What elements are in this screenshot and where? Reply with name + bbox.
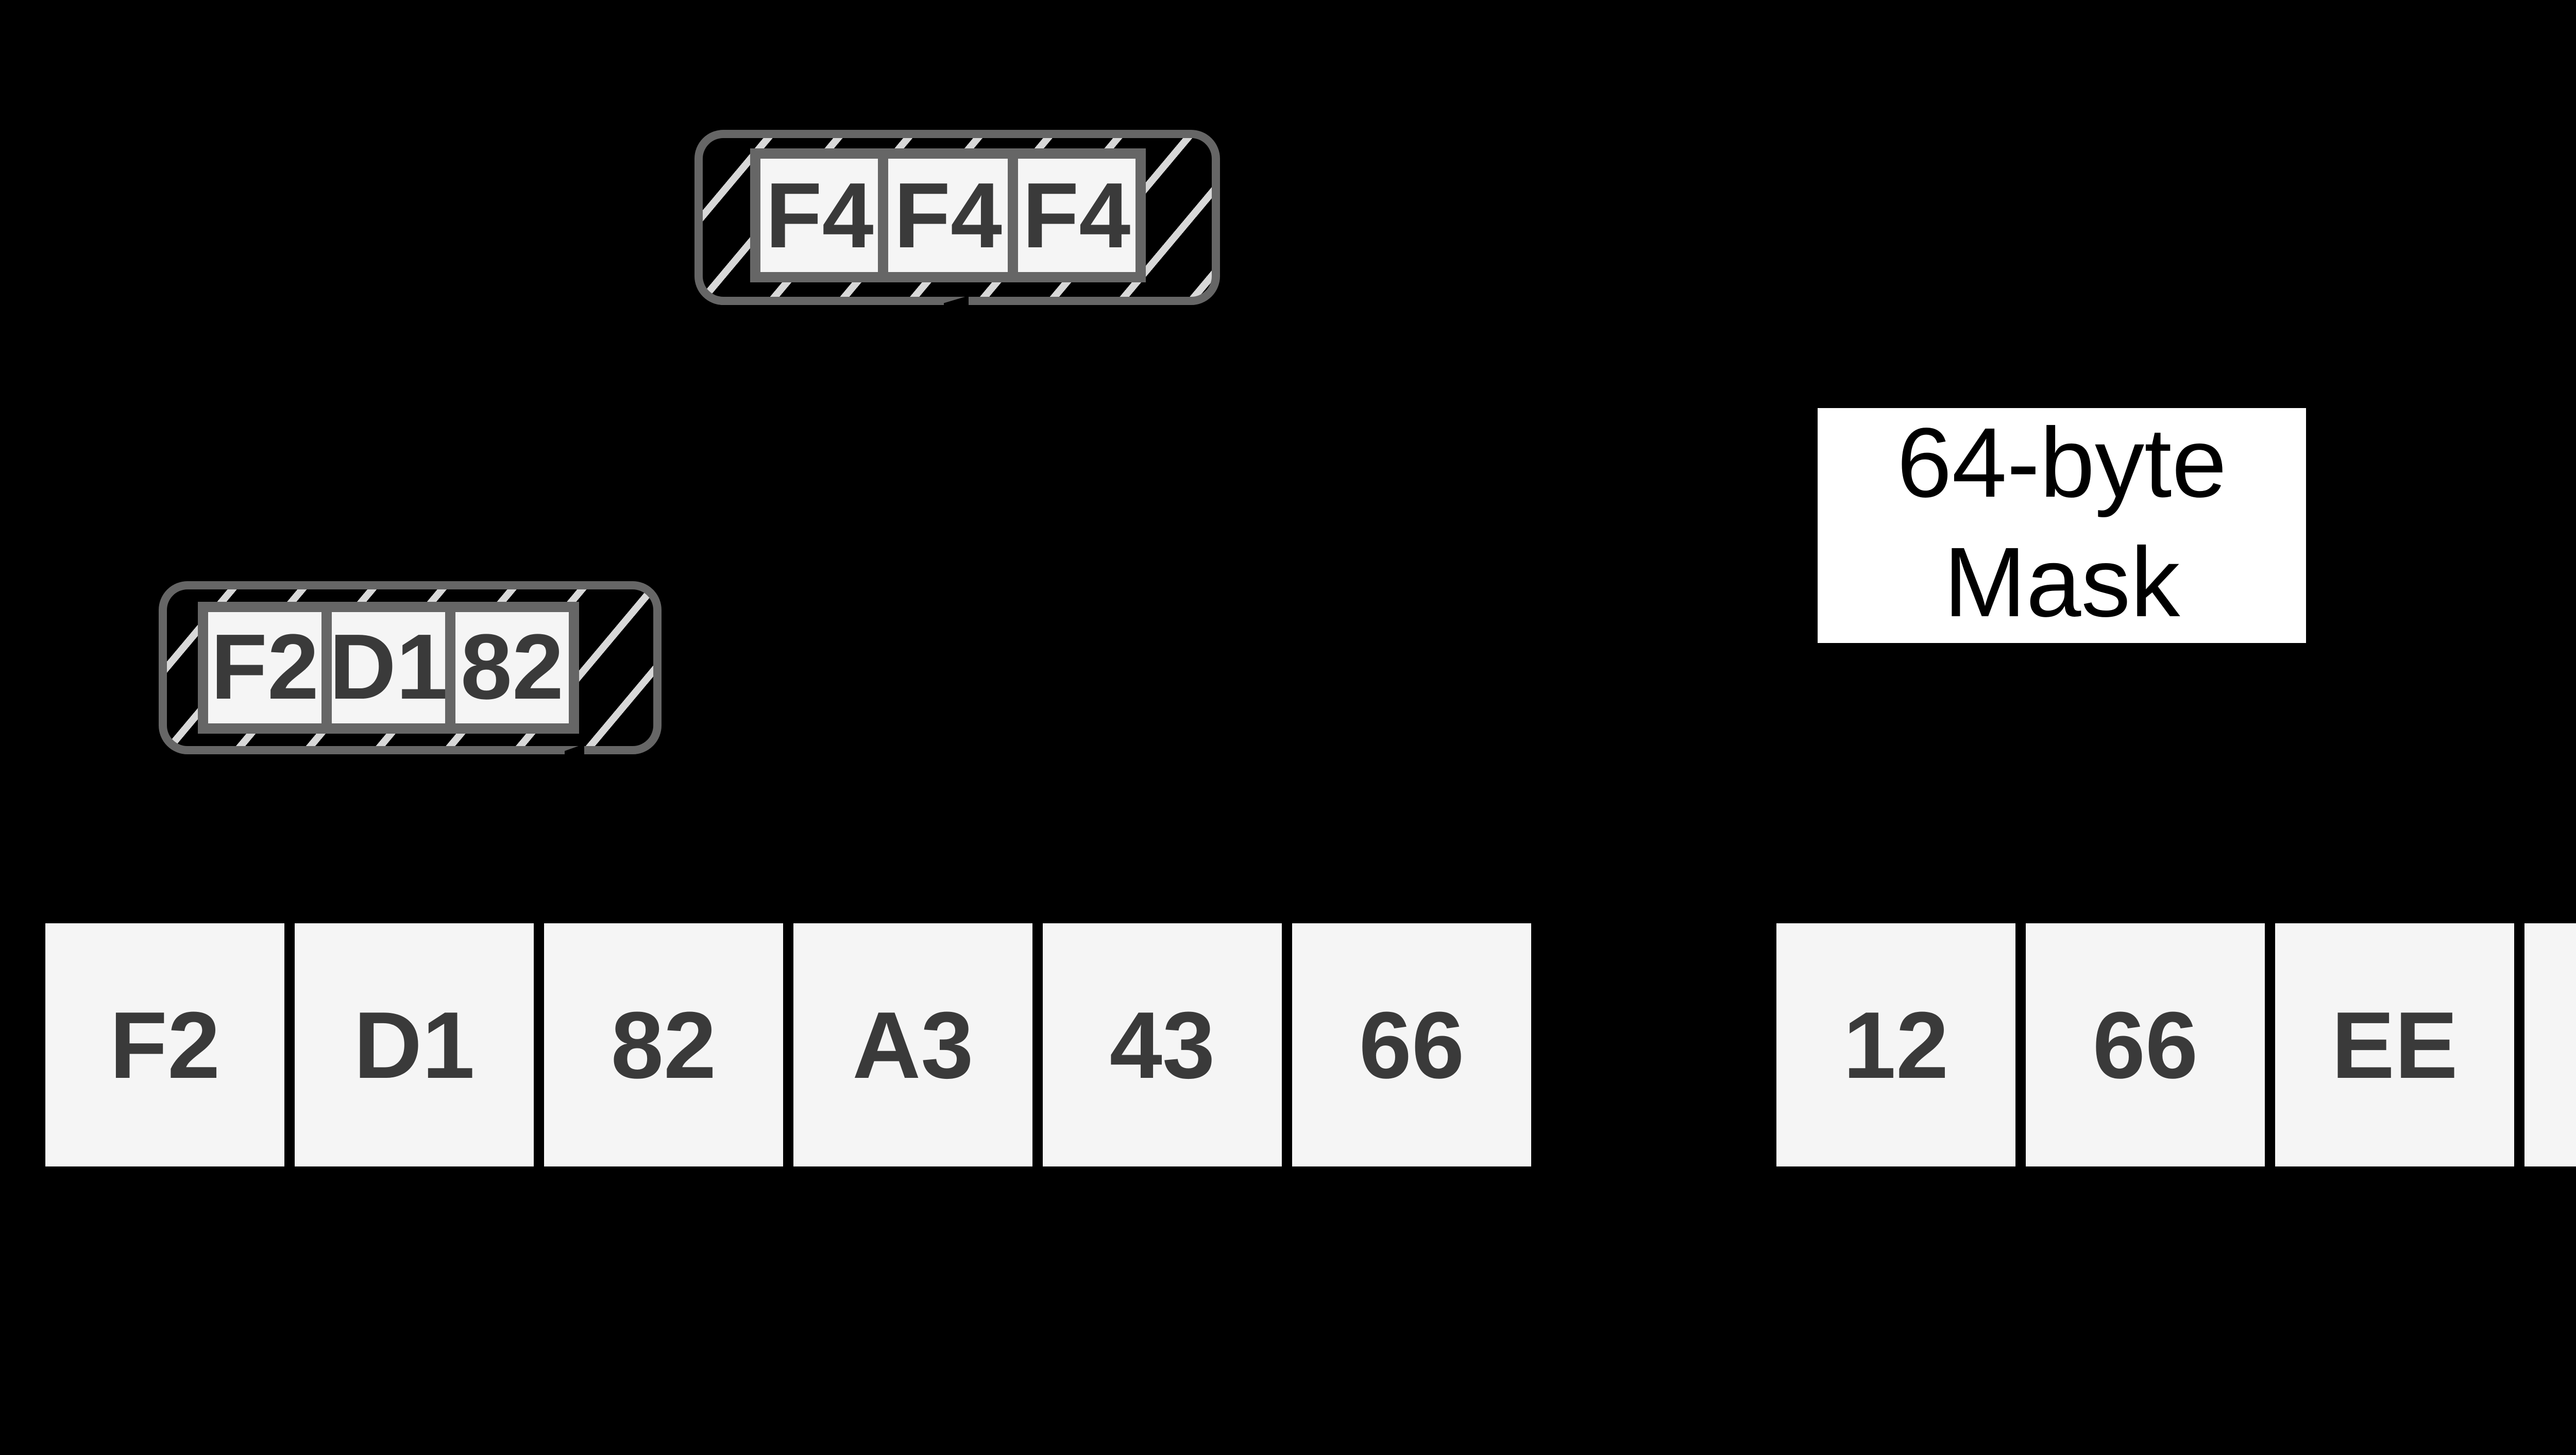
byte-cell: D1 xyxy=(295,923,534,1166)
magnified-byte-cell: F4 xyxy=(1017,159,1136,272)
mask-label-line1: 64-byte xyxy=(1896,410,2227,519)
byte-cell: 12 xyxy=(1776,923,2015,1166)
byte-cell: 43 xyxy=(1043,923,1282,1166)
mask-label-line2: Mask xyxy=(1943,530,2180,639)
byte-cell: C4 xyxy=(2524,923,2576,1166)
magnified-byte-cell: F4 xyxy=(889,159,1007,272)
byte-cell: 66 xyxy=(1292,923,1531,1166)
magnified-byte-cell: F2 xyxy=(208,612,321,723)
mask-label: 64-byte Mask xyxy=(1818,408,2306,643)
byte-cell: EE xyxy=(2275,923,2514,1166)
byte-cell: 82 xyxy=(544,923,783,1166)
magnified-byte-cell: D1 xyxy=(332,612,445,723)
byte-cell: F2 xyxy=(45,923,284,1166)
magnified-byte-cell: 82 xyxy=(455,612,569,723)
byte-row-right: 1266EEC4C4B2 xyxy=(1776,923,2576,1166)
magnified-byte-cell: F4 xyxy=(760,159,879,272)
byte-cell: 66 xyxy=(2026,923,2265,1166)
byte-cell: A3 xyxy=(793,923,1032,1166)
